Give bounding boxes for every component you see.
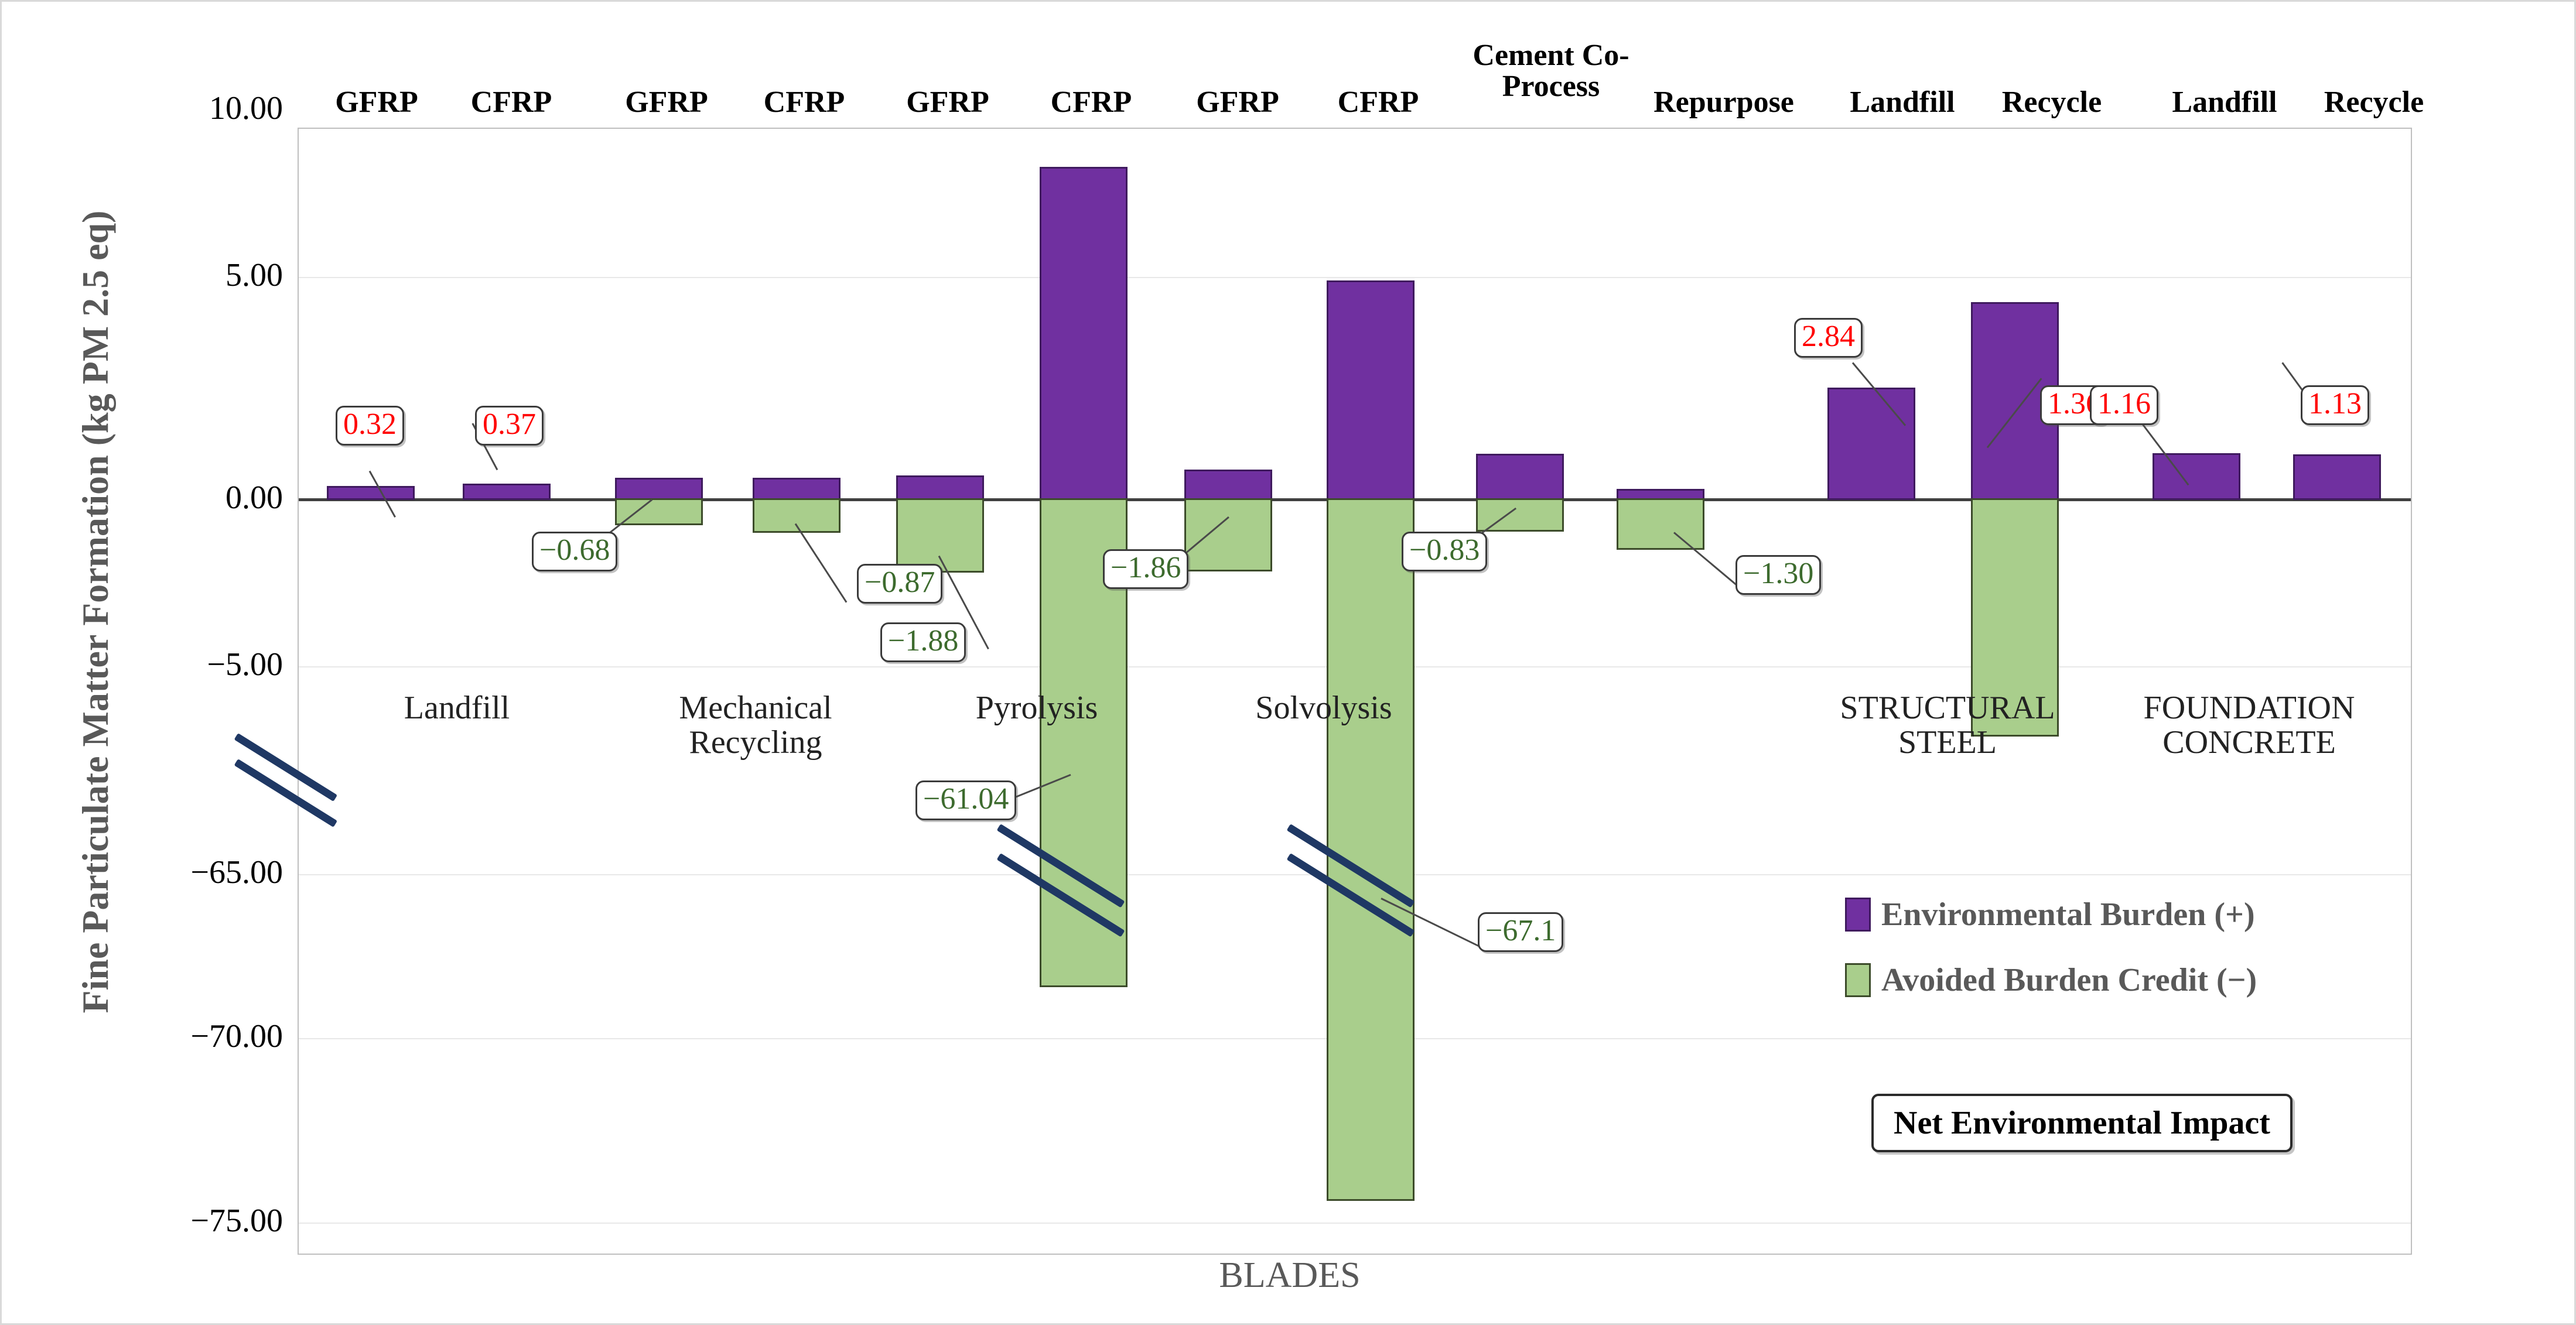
bar-positive-steel-landfill	[1827, 388, 1915, 500]
callout-value-mechrec-gfrp: −0.68	[532, 532, 618, 571]
top-label-pyrolysis-cfrp: CFRP	[1050, 85, 1132, 119]
bar-negative-steel-recycle	[1971, 498, 2059, 737]
top-label-repurpose: Repurpose	[1653, 85, 1794, 119]
callout-value-cement-co-process: −0.83	[1402, 532, 1488, 571]
axis-break-mark-solvolysis	[1286, 819, 1435, 937]
bar-positive-solvolysis-gfrp	[1184, 470, 1272, 500]
legend: Environmental Burden (+) Avoided Burden …	[1845, 896, 2372, 1027]
top-label-concrete-landfill: Landfill	[2172, 85, 2277, 119]
callout-value-landfill-gfrp: 0.32	[336, 406, 404, 446]
callout-value-steel-landfill: 2.84	[1794, 318, 1863, 358]
y-tick-label-neg75: −75.00	[190, 1203, 283, 1239]
legend-item-avoided-burden-credit[interactable]: Avoided Burden Credit (−)	[1845, 961, 2372, 999]
bar-positive-solvolysis-cfrp	[1327, 280, 1415, 500]
top-label-landfill-gfrp: GFRP	[335, 85, 418, 119]
top-label-cement-co-process: Cement Co- Process	[1473, 39, 1629, 104]
top-label-concrete-recycle: Recycle	[2324, 85, 2424, 119]
callout-value-solvolysis-cfrp: −67.1	[1478, 912, 1564, 952]
y-tick-label-neg5: −5.00	[207, 646, 283, 683]
group-label-mechanical-recycling: Mechanical Recycling	[679, 690, 832, 761]
net-environmental-impact-box[interactable]: Net Environmental Impact	[1871, 1094, 2293, 1152]
bar-positive-mechrec-cfrp	[753, 478, 841, 500]
legend-label-negative: Avoided Burden Credit (−)	[1881, 962, 2257, 998]
group-label-pyrolysis: Pyrolysis	[975, 690, 1098, 726]
y-tick-label-0: 0.00	[226, 480, 283, 516]
callout-value-repurpose: −1.30	[1735, 555, 1822, 595]
bar-negative-mechrec-gfrp	[615, 498, 703, 525]
top-label-mechrec-gfrp: GFRP	[625, 85, 708, 119]
top-label-steel-recycle: Recycle	[2001, 85, 2102, 119]
top-label-landfill-cfrp: CFRP	[470, 85, 552, 119]
callout-value-pyrolysis-cfrp: −61.04	[915, 780, 1017, 820]
legend-label-positive: Environmental Burden (+)	[1881, 896, 2255, 933]
bar-positive-pyrolysis-cfrp	[1040, 167, 1128, 500]
bar-positive-concrete-landfill	[2153, 453, 2240, 500]
top-label-pyrolysis-gfrp: GFRP	[906, 85, 989, 119]
x-axis-title: BLADES	[1219, 1255, 1361, 1295]
bar-positive-landfill-gfrp	[327, 486, 415, 500]
top-label-solvolysis-cfrp: CFRP	[1337, 85, 1419, 119]
top-label-mechrec-cfrp: CFRP	[763, 85, 845, 119]
bar-positive-concrete-recycle	[2293, 454, 2381, 500]
gridline-5	[299, 277, 2411, 278]
legend-swatch-negative-icon	[1845, 963, 1871, 997]
callout-value-mechrec-cfrp: −0.87	[857, 564, 943, 604]
top-label-steel-landfill: Landfill	[1850, 85, 1955, 119]
bar-negative-pyrolysis-gfrp	[896, 498, 984, 573]
callout-value-concrete-landfill: 1.16	[2090, 385, 2158, 425]
y-tick-label-neg65: −65.00	[190, 854, 283, 891]
group-label-structural-steel: STRUCTURAL STEEL	[1840, 690, 2055, 761]
y-tick-label-neg70: −70.00	[190, 1018, 283, 1054]
bar-negative-solvolysis-gfrp	[1184, 498, 1272, 571]
bar-positive-cement-co-process	[1476, 454, 1564, 500]
y-tick-label-5: 5.00	[226, 257, 283, 293]
bar-positive-pyrolysis-gfrp	[896, 475, 984, 500]
callout-value-solvolysis-gfrp: −1.86	[1103, 549, 1189, 589]
bar-positive-mechrec-gfrp	[615, 478, 703, 500]
top-label-solvolysis-gfrp: GFRP	[1196, 85, 1279, 119]
group-label-foundation-concrete: FOUNDATION CONCRETE	[2143, 690, 2355, 761]
callout-value-concrete-recycle: 1.13	[2301, 385, 2369, 425]
y-tick-label-10: 10.00	[209, 90, 283, 126]
group-label-landfill: Landfill	[404, 690, 510, 726]
axis-break-mark-pyrolysis	[996, 819, 1145, 937]
plot-area: Landfill Mechanical Recycling Pyrolysis …	[298, 128, 2412, 1255]
callout-value-pyrolysis-gfrp: −1.88	[880, 622, 966, 662]
gridline-neg75	[299, 1223, 2411, 1224]
bar-positive-landfill-cfrp	[463, 484, 551, 500]
y-axis-break-mark	[234, 728, 353, 827]
legend-swatch-positive-icon	[1845, 898, 1871, 932]
callout-value-landfill-cfrp: 0.37	[475, 406, 544, 446]
legend-item-environmental-burden[interactable]: Environmental Burden (+)	[1845, 896, 2372, 933]
bar-negative-repurpose	[1617, 498, 1704, 550]
group-label-solvolysis: Solvolysis	[1255, 690, 1392, 726]
